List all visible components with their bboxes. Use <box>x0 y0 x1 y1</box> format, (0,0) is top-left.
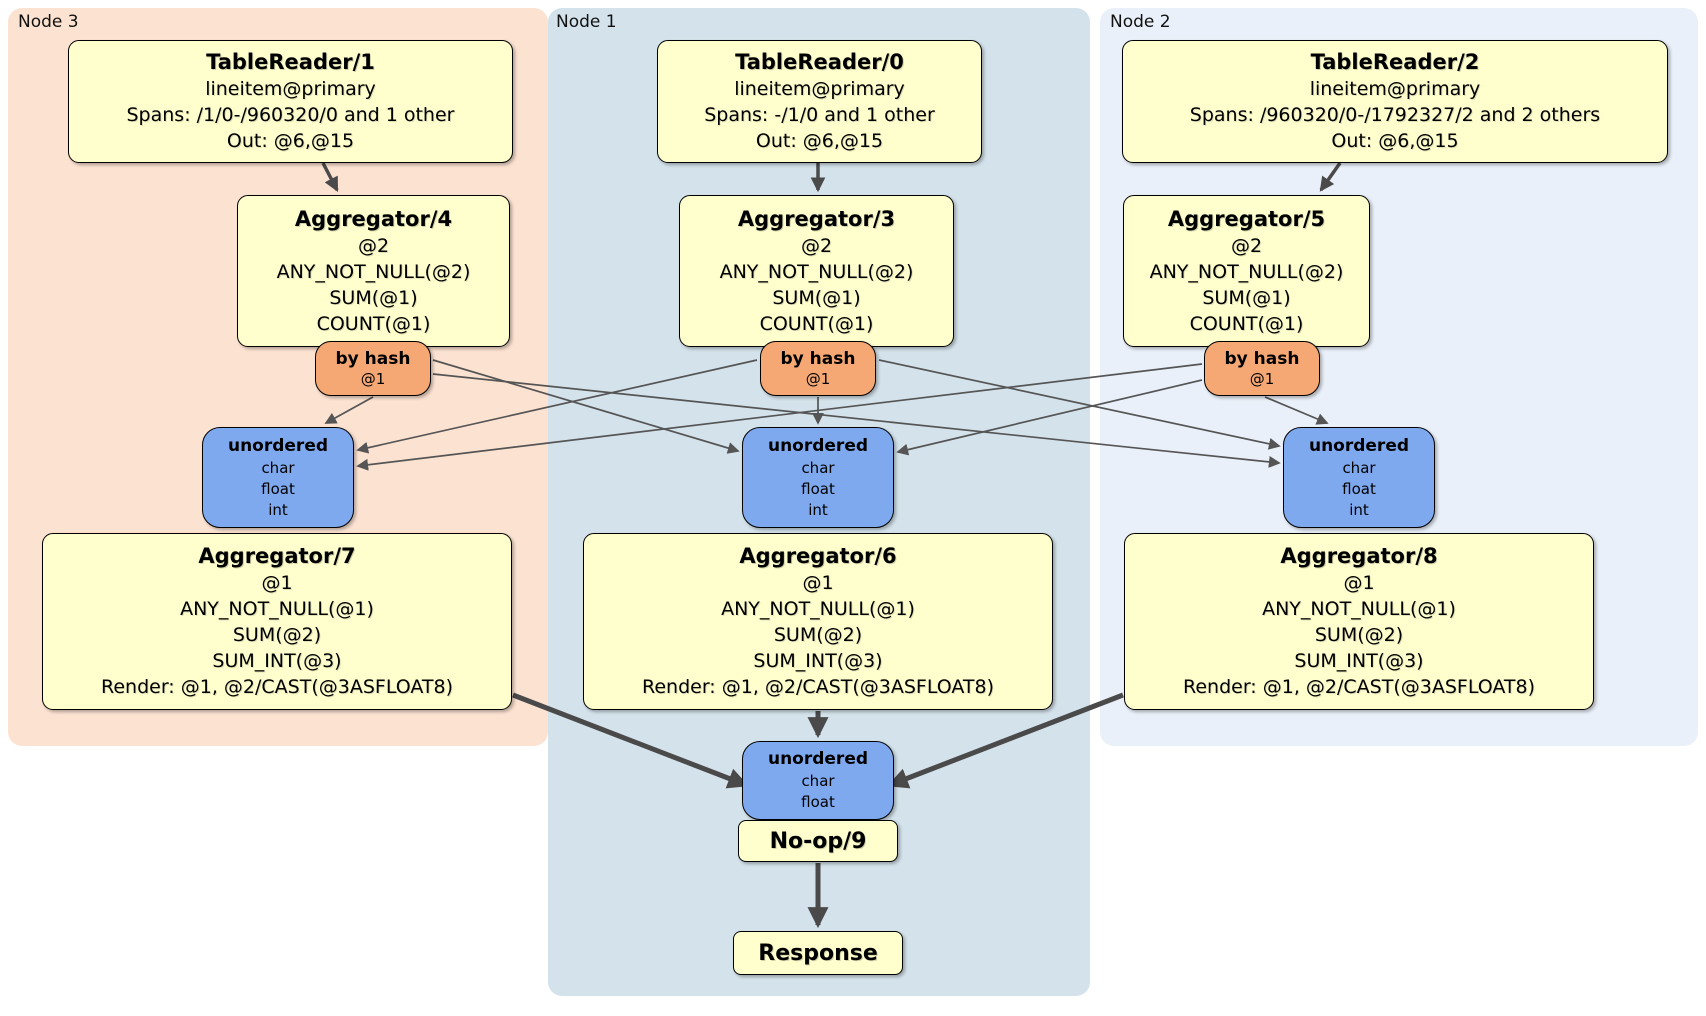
aggregator-7-group: @1 <box>261 572 293 594</box>
unordered-sync-right-title: unordered <box>1308 435 1410 456</box>
unordered-sync-center-col2: float <box>801 479 835 498</box>
aggregator-5-title: Aggregator/5 <box>1167 206 1326 231</box>
hash-router-left-key: @1 <box>360 370 386 388</box>
aggregator-6-fn3: SUM_INT(@3) <box>753 650 883 672</box>
tablereader-1-index: lineitem@primary <box>205 78 376 100</box>
aggregator-4-fn2: SUM(@1) <box>329 286 418 309</box>
aggregator-3-group: @2 <box>800 234 833 257</box>
aggregator-7-fn2: SUM(@2) <box>232 624 322 646</box>
tablereader-2-title: TableReader/2 <box>1310 50 1480 74</box>
aggregator-4-group: @2 <box>357 234 390 257</box>
noop-9-title: No-op/9 <box>769 828 867 854</box>
aggregator-8-fn2: SUM(@2) <box>1314 624 1404 646</box>
unordered-sync-final: unordered char float <box>742 741 894 820</box>
aggregator-7-render: Render: @1, @2/CAST(@3ASFLOAT8) <box>101 676 453 698</box>
aggregator-4-fn3: COUNT(@1) <box>316 312 431 335</box>
aggregator-7-fn3: SUM_INT(@3) <box>212 650 342 672</box>
unordered-sync-final-title: unordered <box>767 749 869 769</box>
hash-router-center-title: by hash <box>780 349 856 369</box>
tablereader-1-box: TableReader/1 lineitem@primary Spans: /1… <box>68 40 513 163</box>
unordered-sync-right: unordered char float int <box>1283 427 1435 528</box>
hash-router-left: by hash @1 <box>315 341 431 396</box>
hash-router-right-key: @1 <box>1249 370 1275 388</box>
unordered-sync-right-col1: char <box>1342 458 1376 477</box>
aggregator-8-render: Render: @1, @2/CAST(@3ASFLOAT8) <box>1183 676 1535 698</box>
aggregator-4-box: Aggregator/4 @2 ANY_NOT_NULL(@2) SUM(@1)… <box>237 195 510 347</box>
unordered-sync-center-title: unordered <box>767 435 869 456</box>
aggregator-3-box: Aggregator/3 @2 ANY_NOT_NULL(@2) SUM(@1)… <box>679 195 954 347</box>
aggregator-5-fn3: COUNT(@1) <box>1189 312 1304 335</box>
tablereader-2-index: lineitem@primary <box>1309 78 1481 100</box>
hash-router-right: by hash @1 <box>1204 341 1320 396</box>
unordered-sync-left-col2: float <box>261 479 295 498</box>
tablereader-0-title: TableReader/0 <box>735 50 904 74</box>
aggregator-6-fn1: ANY_NOT_NULL(@1) <box>721 598 915 620</box>
unordered-sync-center: unordered char float int <box>742 427 894 528</box>
unordered-sync-left-col1: char <box>261 458 295 477</box>
noop-9-box: No-op/9 <box>738 820 898 862</box>
aggregator-3-fn3: COUNT(@1) <box>759 312 874 335</box>
tablereader-0-index: lineitem@primary <box>734 78 905 100</box>
unordered-sync-right-col3: int <box>1349 500 1369 519</box>
response-box: Response <box>733 931 903 975</box>
tablereader-2-out: Out: @6,@15 <box>1331 130 1459 152</box>
aggregator-5-box: Aggregator/5 @2 ANY_NOT_NULL(@2) SUM(@1)… <box>1123 195 1370 347</box>
aggregator-7-title: Aggregator/7 <box>198 544 356 568</box>
hash-router-left-title: by hash <box>335 349 411 369</box>
aggregator-8-group: @1 <box>1343 572 1375 594</box>
hash-router-center-key: @1 <box>805 370 831 388</box>
aggregator-3-fn1: ANY_NOT_NULL(@2) <box>719 260 914 283</box>
aggregator-4-title: Aggregator/4 <box>294 206 453 231</box>
aggregator-5-fn1: ANY_NOT_NULL(@2) <box>1149 260 1344 283</box>
node1-label: Node 1 <box>556 12 617 32</box>
tablereader-0-out: Out: @6,@15 <box>755 130 884 152</box>
aggregator-8-fn1: ANY_NOT_NULL(@1) <box>1262 598 1456 620</box>
aggregator-6-fn2: SUM(@2) <box>773 624 863 646</box>
unordered-sync-left-col3: int <box>268 500 288 519</box>
tablereader-0-box: TableReader/0 lineitem@primary Spans: -/… <box>657 40 982 163</box>
aggregator-7-box: Aggregator/7 @1 ANY_NOT_NULL(@1) SUM(@2)… <box>42 533 512 710</box>
tablereader-2-spans: Spans: /960320/0-/1792327/2 and 2 others <box>1189 104 1601 126</box>
tablereader-1-spans: Spans: /1/0-/960320/0 and 1 other <box>126 104 455 126</box>
aggregator-8-fn3: SUM_INT(@3) <box>1294 650 1424 672</box>
node2-label: Node 2 <box>1110 12 1171 32</box>
tablereader-1-out: Out: @6,@15 <box>226 130 355 152</box>
unordered-sync-center-col1: char <box>801 458 835 477</box>
aggregator-5-group: @2 <box>1230 234 1263 257</box>
tablereader-0-spans: Spans: -/1/0 and 1 other <box>704 104 935 126</box>
aggregator-6-group: @1 <box>802 572 834 594</box>
tablereader-1-title: TableReader/1 <box>206 50 375 74</box>
node3-label: Node 3 <box>18 12 79 32</box>
aggregator-8-title: Aggregator/8 <box>1280 544 1438 568</box>
unordered-sync-left: unordered char float int <box>202 427 354 528</box>
aggregator-3-fn2: SUM(@1) <box>772 286 861 309</box>
aggregator-4-fn1: ANY_NOT_NULL(@2) <box>276 260 471 283</box>
unordered-sync-left-title: unordered <box>227 435 329 456</box>
unordered-sync-final-col2: float <box>801 793 835 811</box>
aggregator-5-fn2: SUM(@1) <box>1202 286 1291 309</box>
hash-router-center: by hash @1 <box>760 341 876 396</box>
aggregator-3-title: Aggregator/3 <box>737 206 896 231</box>
aggregator-6-title: Aggregator/6 <box>739 544 897 568</box>
aggregator-8-box: Aggregator/8 @1 ANY_NOT_NULL(@1) SUM(@2)… <box>1124 533 1594 710</box>
aggregator-6-box: Aggregator/6 @1 ANY_NOT_NULL(@1) SUM(@2)… <box>583 533 1053 710</box>
unordered-sync-right-col2: float <box>1342 479 1376 498</box>
unordered-sync-final-col1: char <box>801 772 835 790</box>
tablereader-2-box: TableReader/2 lineitem@primary Spans: /9… <box>1122 40 1668 163</box>
hash-router-right-title: by hash <box>1224 349 1300 369</box>
aggregator-6-render: Render: @1, @2/CAST(@3ASFLOAT8) <box>642 676 994 698</box>
aggregator-7-fn1: ANY_NOT_NULL(@1) <box>180 598 374 620</box>
response-title: Response <box>758 940 878 966</box>
unordered-sync-center-col3: int <box>808 500 828 519</box>
